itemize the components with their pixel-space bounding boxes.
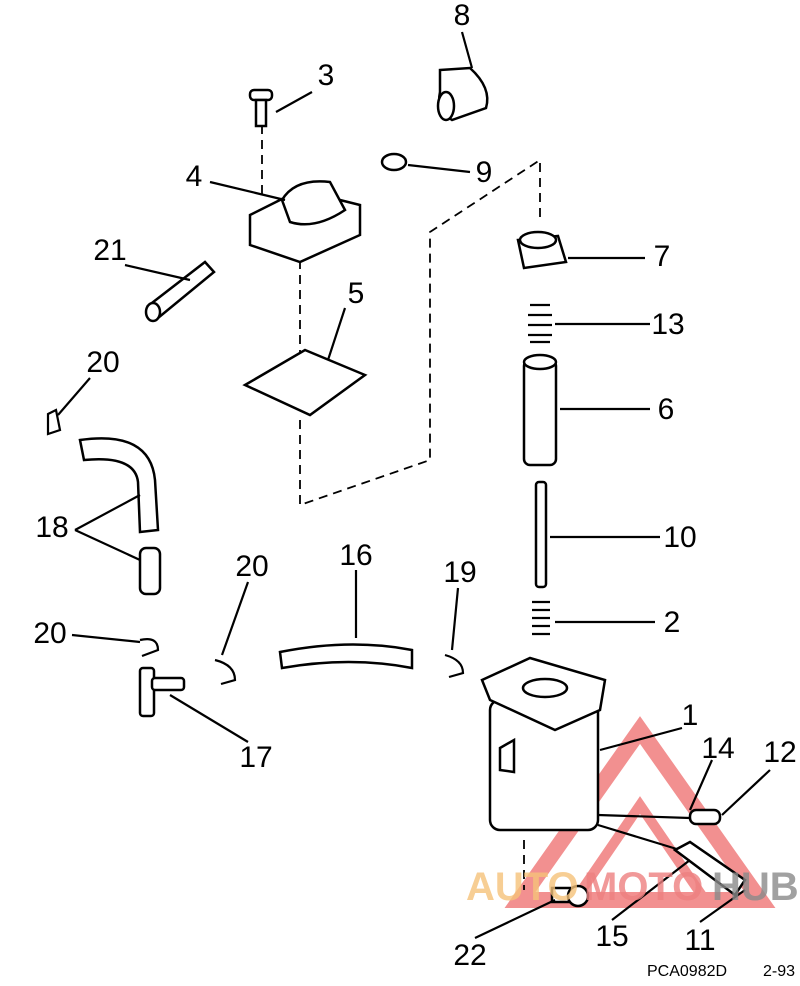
part-11-connector: [672, 840, 747, 897]
part-9-o-ring: [380, 152, 408, 172]
leader-lines: [57, 31, 771, 939]
callout-11: 11: [684, 924, 715, 957]
part-7-nut: [516, 230, 568, 270]
callout-6: 6: [658, 393, 675, 426]
callout-1: 1: [682, 699, 699, 732]
part-20-clip-top: [46, 408, 62, 436]
callout-13: 13: [651, 308, 684, 341]
watermark-text: AUTO MOTO HUB: [466, 865, 799, 909]
callouts: 8 3 9 4 21 7 5 13 20 6 18 10 16 20 19 20…: [33, 0, 796, 972]
svg-text:MOTO: MOTO: [584, 865, 703, 909]
callout-21: 21: [93, 234, 126, 267]
part-16-hose: [278, 643, 414, 670]
callout-20-top: 20: [86, 346, 119, 379]
callout-12: 12: [763, 736, 796, 769]
part-14-wire: [597, 813, 691, 820]
callout-7: 7: [654, 240, 671, 273]
callout-20-left: 20: [33, 617, 66, 650]
part-20-clip-mid: [214, 658, 237, 686]
part-18-hose-upper: [78, 437, 160, 534]
callout-8: 8: [454, 0, 471, 32]
part-5-gasket: [242, 348, 368, 417]
figure-code: PCA0982D: [647, 963, 727, 980]
part-6-cylinder: [522, 353, 558, 467]
callout-14: 14: [701, 732, 734, 765]
callout-19: 19: [443, 556, 476, 589]
part-20-clip-left: [139, 638, 160, 658]
date-code: 2-93: [763, 963, 795, 980]
part-10-rod: [534, 480, 548, 589]
svg-text:HUB: HUB: [712, 865, 799, 909]
part-17-tee-fitting: [138, 666, 186, 718]
part-18-hose-lower: [138, 546, 162, 596]
callout-3: 3: [318, 59, 335, 92]
callout-15: 15: [595, 920, 628, 953]
callout-9: 9: [476, 156, 493, 189]
callout-16: 16: [339, 539, 372, 572]
part-22-bolt: [550, 884, 590, 908]
part-21-tube: [144, 260, 216, 323]
callout-5: 5: [348, 277, 365, 310]
part-3-screw: [248, 88, 274, 128]
callout-20-mid: 20: [235, 550, 268, 583]
part-19-clip: [444, 653, 465, 679]
part-8-cap: [436, 66, 489, 122]
callout-10: 10: [663, 521, 696, 554]
part-15-wire: [597, 823, 681, 852]
callout-17: 17: [239, 741, 272, 774]
part-2-spring: [532, 600, 550, 636]
part-1-filter-bowl: [480, 656, 607, 832]
assembly-line-screw: [261, 125, 541, 507]
callout-18: 18: [35, 511, 68, 544]
callout-2: 2: [664, 606, 681, 639]
callout-22: 22: [453, 939, 486, 972]
callout-4: 4: [186, 160, 203, 193]
part-12-connector: [688, 808, 722, 826]
part-13-spring: [528, 303, 552, 344]
part-4-cover: [248, 180, 362, 264]
svg-text:AUTO: AUTO: [466, 865, 579, 909]
